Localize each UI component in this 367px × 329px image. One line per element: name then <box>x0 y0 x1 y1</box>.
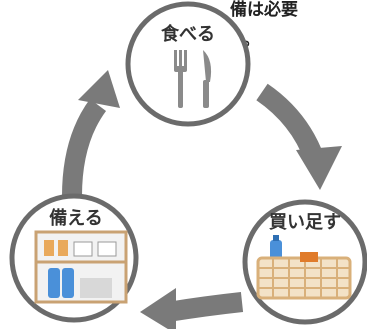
intro-line-1: 備は必要 <box>230 0 298 20</box>
eat-node: 食べる <box>125 1 251 127</box>
buy-node: 買い足す <box>242 199 367 325</box>
buy-label: 買い足す <box>269 212 341 233</box>
arrow-buy-to-stock <box>140 288 244 329</box>
basket-icon <box>256 252 352 300</box>
arrow-stock-to-eat <box>62 70 120 197</box>
stock-node: 備える <box>9 193 139 323</box>
water-bottles-icon <box>48 268 112 298</box>
knife-icon <box>203 50 212 108</box>
arrow-eat-to-buy <box>256 83 342 190</box>
stock-label: 備える <box>49 207 102 229</box>
fork-icon <box>174 50 187 108</box>
eat-label: 食べる <box>160 23 215 45</box>
